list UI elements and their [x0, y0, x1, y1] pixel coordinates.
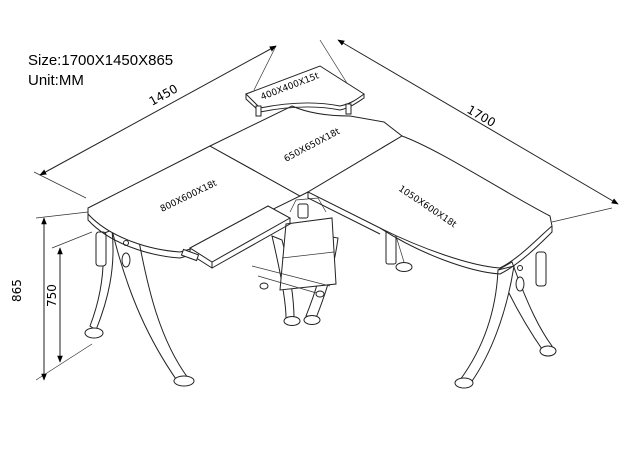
leg-front-right	[454, 251, 557, 389]
dimension-750: 750	[45, 231, 93, 363]
leg-front-left	[84, 229, 195, 387]
dimension-865-label: 865	[10, 279, 24, 302]
desktop-center-panel: 650X650X18t	[208, 105, 403, 197]
desktop-right-panel: 1050X600X18t	[306, 135, 553, 275]
keyboard-tray	[180, 205, 292, 269]
dimension-750-label: 750	[45, 284, 59, 307]
dimension-1450-label: 1450	[147, 82, 181, 109]
dimension-865: 865	[10, 211, 93, 381]
desktop-left-panel: 800X600X18t	[87, 145, 302, 259]
leg-center	[251, 197, 339, 326]
top-shelf: 400X400X15t	[245, 65, 365, 117]
dimension-1700-label: 1700	[465, 102, 498, 129]
